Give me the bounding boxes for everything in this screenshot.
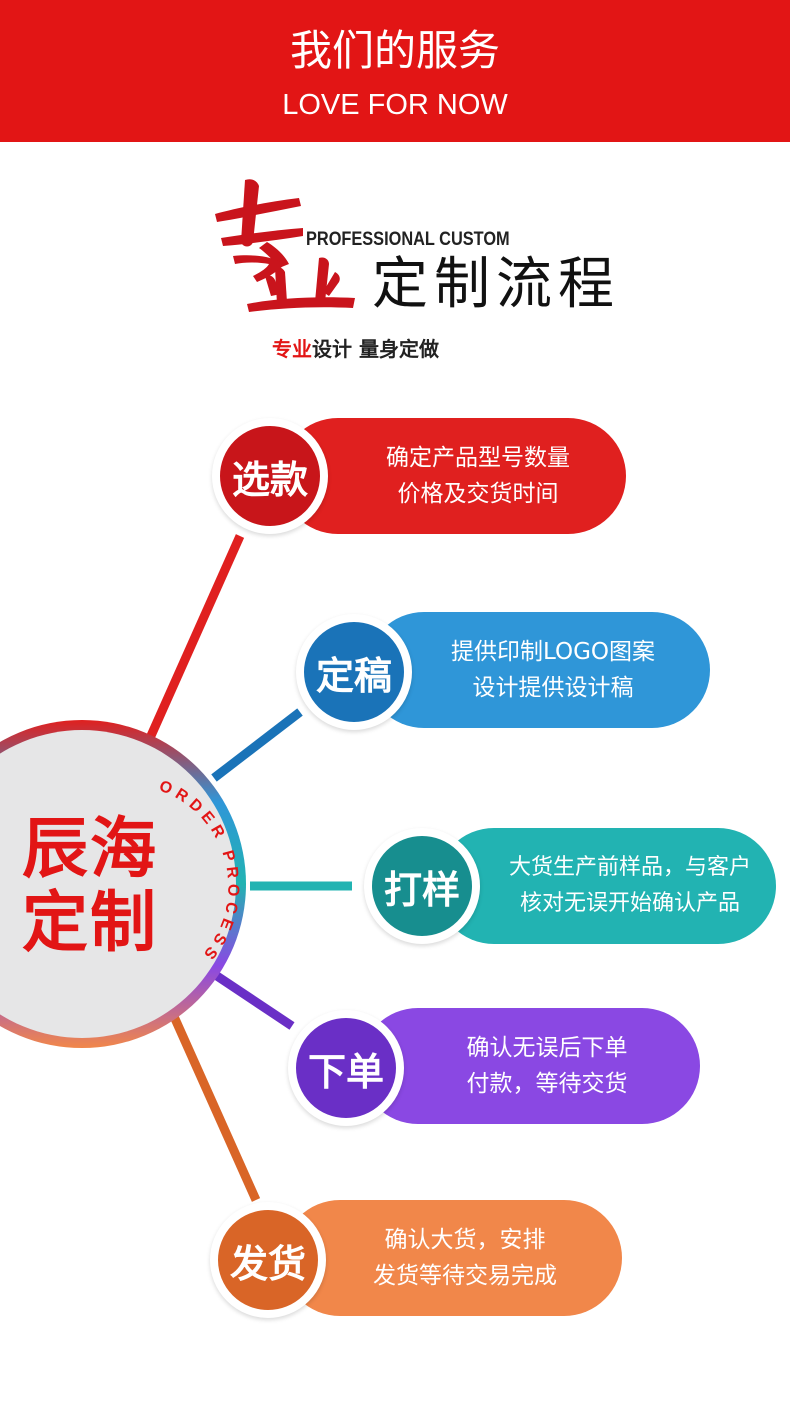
header-banner: 我们的服务 LOVE FOR NOW [0,0,790,142]
connector-line-1 [145,534,245,740]
step-badge-order: 下单 [288,1010,404,1126]
connector-line-4 [211,970,295,1030]
step-desc-line2: 发货等待交易完成 [373,1263,557,1289]
step-desc-line1: 确定产品型号数量 [386,445,570,471]
step-pill-order: 确认无误后下单 付款，等待交货 [360,1008,700,1124]
hub-circle [0,730,236,1038]
step-pill-select: 确定产品型号数量 价格及交货时间 [280,418,626,534]
connector-line-5 [167,1010,261,1202]
step-pill-finalize: 提供印制LOGO图案 设计提供设计稿 [366,612,710,728]
step-badge-sample: 打样 [364,828,480,944]
step-desc-line2: 价格及交货时间 [397,481,559,507]
hub-title: 辰海 定制 [10,812,170,960]
step-desc-line1: 大货生产前样品，与客户 [508,855,751,880]
step-badge-ship: 发货 [210,1202,326,1318]
logo-english: PROFESSIONAL CUSTOM [306,229,510,250]
step-pill-sample: 大货生产前样品，与客户 核对无误开始确认产品 [436,828,776,944]
step-desc-line1: 确认大货，安排 [384,1227,546,1253]
step-badge-finalize: 定稿 [296,614,412,730]
step-desc-line1: 确认无误后下单 [466,1035,628,1061]
tagline-rest: 设计 量身定做 [312,337,439,361]
step-desc-line2: 付款，等待交货 [466,1071,628,1097]
tagline: 专业设计 量身定做 [272,335,439,363]
step-desc-line1: 提供印制LOGO图案 [450,639,656,665]
step-badge-select: 选款 [212,418,328,534]
logo-chinese: 定制流程 [372,252,620,317]
connector-line-2 [211,708,303,782]
hub-title-line2: 定制 [22,884,158,961]
step-desc-line2: 核对无误开始确认产品 [519,891,740,916]
step-desc-line2: 设计提供设计稿 [472,675,634,701]
hub-title-line1: 辰海 [22,810,158,887]
step-pill-ship: 确认大货，安排 发货等待交易完成 [282,1200,622,1316]
banner-subtitle: LOVE FOR NOW [282,89,508,121]
banner-title: 我们的服务 [289,26,500,75]
calligraphy-zhuanye-logo: 专业 [215,179,355,312]
tagline-red: 专业 [272,337,312,361]
